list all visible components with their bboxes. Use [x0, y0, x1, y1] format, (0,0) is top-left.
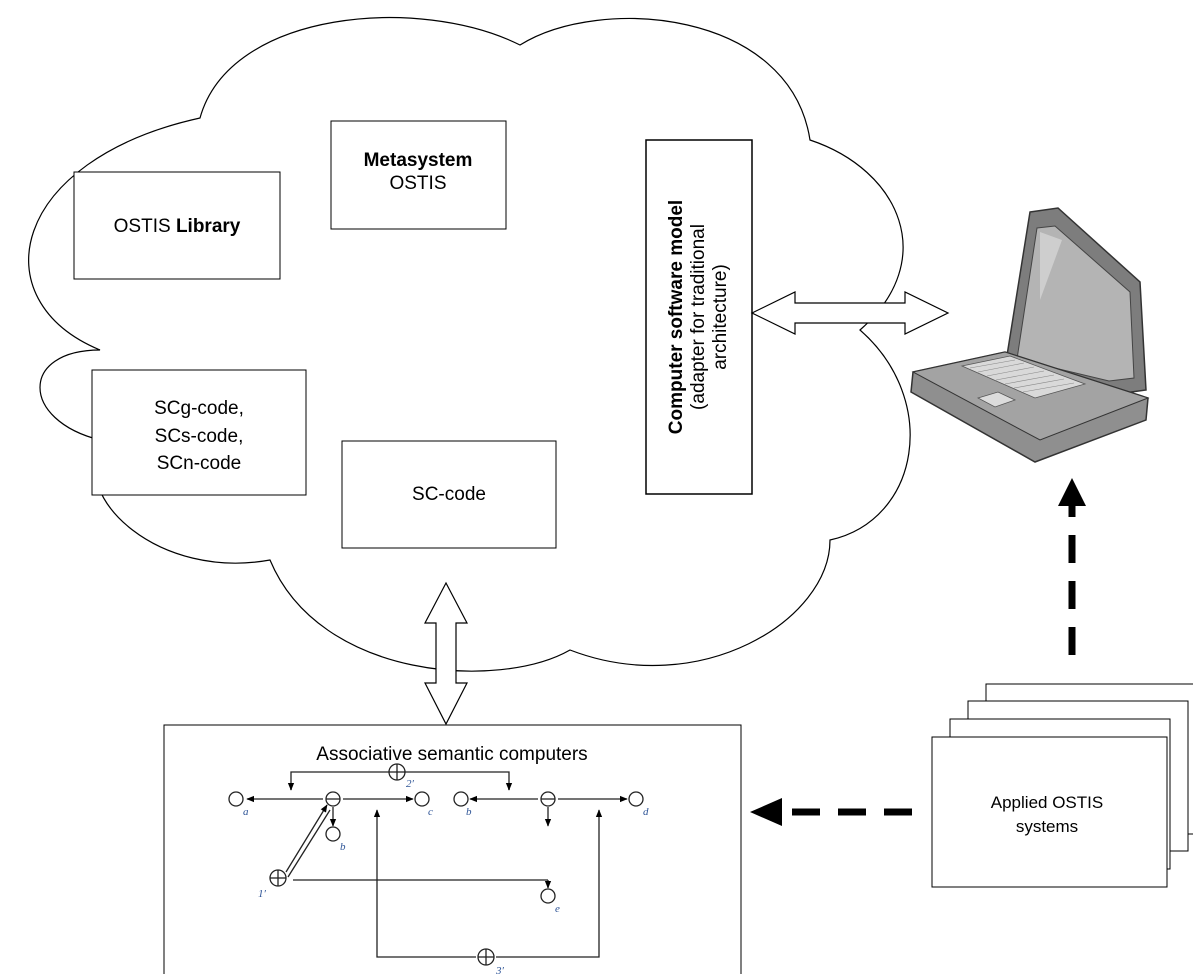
cloud-computers-double-arrow [424, 581, 468, 726]
metasystem-box [330, 120, 507, 230]
graph-label-2: 2′ [406, 778, 415, 790]
computers-title: Associative semantic computers [316, 744, 587, 765]
semantic-graph [228, 763, 644, 966]
applied-to-computers-arrow [750, 798, 912, 826]
applied-line2: systems [1016, 817, 1078, 836]
graph-label-d: d [643, 806, 649, 818]
graph-label-b-right: b [466, 806, 472, 818]
graph-label-e: e [555, 903, 560, 915]
graph-label-1: 1′ [258, 888, 267, 900]
applied-line1: Applied OSTIS [991, 793, 1103, 812]
sc-code-label: SC-code [412, 484, 486, 505]
library-prefix: OSTIS [114, 216, 171, 237]
sc-code-box [341, 440, 557, 549]
model-laptop-double-arrow [750, 291, 950, 335]
metasystem-subtitle: OSTIS [389, 173, 446, 194]
metasystem-title: Metasystem [364, 150, 473, 171]
applied-systems-stack [931, 683, 1193, 888]
laptop-icon [910, 207, 1150, 463]
graph-label-c: c [428, 806, 433, 818]
codes-line2: SCs-code, [155, 426, 244, 447]
cloud-shape [28, 17, 911, 672]
graph-label-3: 3′ [495, 965, 505, 974]
software-model-line3: architecture) [710, 264, 731, 370]
software-model-title: Computer software model [666, 200, 687, 434]
codes-line1: SCg-code, [154, 398, 244, 419]
software-model-box [645, 139, 753, 495]
codes-box [91, 369, 307, 496]
software-model-line2: (adapter for traditional [688, 224, 709, 410]
graph-label-a: a [243, 806, 249, 818]
svg-text:OSTIS Library: OSTIS Library [114, 216, 241, 237]
computers-box [163, 724, 742, 974]
graph-label-b-bottom: b [340, 841, 346, 853]
library-box [73, 171, 281, 280]
codes-line3: SCn-code [157, 453, 242, 474]
applied-to-laptop-arrow [1058, 478, 1086, 655]
library-bold: Library [176, 216, 241, 237]
